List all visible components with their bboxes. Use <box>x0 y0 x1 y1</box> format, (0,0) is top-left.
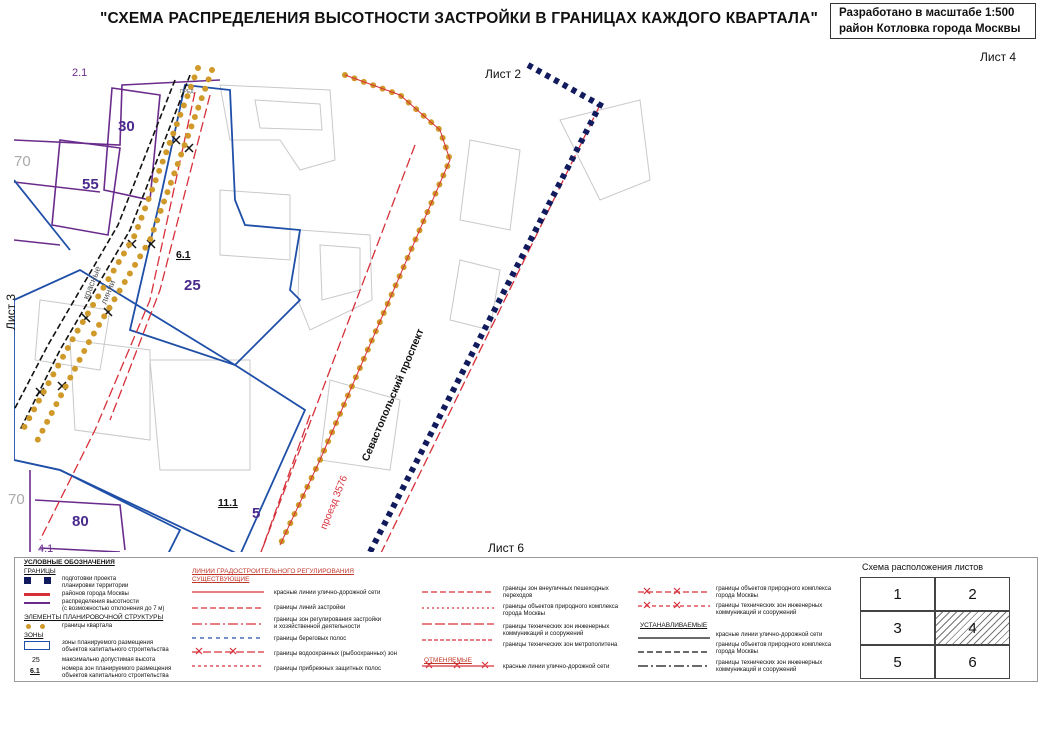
height-80: 80 <box>72 513 89 530</box>
legend-item: коммуникаций и сооружений <box>503 631 584 637</box>
red-lines <box>39 91 601 552</box>
block-dot <box>40 624 45 629</box>
legend-item: границы прибрежных защитных полос <box>274 666 382 672</box>
legend-col4-swatches <box>638 587 710 667</box>
legend-block-boundary: границы квартала <box>62 623 113 629</box>
current-sheet-label: Лист 4 <box>980 50 1017 64</box>
zone-polygons <box>14 84 307 552</box>
cross-marks <box>35 135 194 397</box>
block-number-2-1: 2.1 <box>72 67 87 79</box>
legend-item: границы объектов природного комплекса <box>503 604 619 610</box>
sheet-label-left: Лист 3 <box>4 293 18 330</box>
legend-changed-heading: ОТМЕНЯЕМЫЕ <box>424 657 473 664</box>
legend-zone-desc: зоны планируемого размещения <box>62 640 154 646</box>
scale-note: Разработано в масштабе 1:500 район Котло… <box>830 3 1036 39</box>
height-5: 5 <box>252 505 260 522</box>
block-number-4-1: 4.1 <box>38 543 53 555</box>
sheet-scheme-grid: 1 2 3 4 5 6 <box>860 577 1012 682</box>
height-30: 30 <box>118 118 135 135</box>
legend-item: красные линии улично-дорожной сети <box>503 664 610 670</box>
map-title: "СХЕМА РАСПРЕДЕЛЕНИЯ ВЫСОТНОСТИ ЗАСТРОЙК… <box>100 10 819 27</box>
background-buildings <box>34 84 651 471</box>
legend-regulation-heading: ЛИНИИ ГРАДОСТРОИТЕЛЬНОГО РЕГУЛИРОВАНИЯ <box>192 568 354 575</box>
legend-heading: УСЛОВНЫЕ ОБОЗНАЧЕНИЯ <box>24 559 115 566</box>
sheet-cell-4-current[interactable]: 4 <box>935 611 1010 645</box>
legend-item: подготовки проекта <box>62 576 117 582</box>
zone-swatch <box>24 641 50 650</box>
legend-existing-heading: СУЩЕСТВУЮЩИЕ <box>192 576 250 583</box>
legend-item: границы водоохранных (рыбоохранных) зон <box>274 651 397 657</box>
legend-item: города Москвы <box>716 649 758 655</box>
legend-item: районов города Москвы <box>62 591 129 597</box>
legend-item: границы береговых полос <box>274 636 347 642</box>
small-mark: ПРЕД <box>180 89 194 95</box>
legend-item: границы технических зон инженерных <box>716 603 823 609</box>
district-line-swatch <box>24 593 50 596</box>
legend-col2-swatches <box>192 591 264 667</box>
legend-item: города Москвы <box>503 611 545 617</box>
sheet-cell-5[interactable]: 5 <box>860 645 935 679</box>
legend-structure-heading: ЭЛЕМЕНТЫ ПЛАНИРОВОЧНОЙ СТРУКТУРЫ <box>24 614 164 621</box>
legend-max-height: максимально допустимая высота <box>62 657 156 663</box>
zone-number-sample: 6.1 <box>30 668 40 675</box>
project-boundary-swatch-2 <box>44 577 51 584</box>
legend-col3-swatches <box>422 591 494 669</box>
height-55: 55 <box>82 176 99 193</box>
legend-item: границы объектов природного комплекса <box>716 586 832 592</box>
map-canvas: 2.1 4.1 6.1 11.1 30 55 25 5 80 70 70 ПРЕ… <box>8 62 651 555</box>
legend-item: границы зон регулирования застройки <box>274 617 382 623</box>
height-25: 25 <box>184 277 201 294</box>
legend-boundaries-heading: ГРАНИЦЫ <box>24 568 56 575</box>
max-height-sample: 25 <box>32 657 40 664</box>
project-boundary-swatch <box>24 577 31 584</box>
legend-item: границы технических зон метрополитена <box>503 642 618 648</box>
legend-item: границы технических зон инженерных <box>503 624 610 630</box>
zone-number-6-1: 6.1 <box>176 249 191 261</box>
legend-established-heading: УСТАНАВЛИВАЕМЫЕ <box>640 622 708 629</box>
legend-zone-number: объектов капитального строительства <box>62 673 169 679</box>
sheet-label-bottom: Лист 6 <box>488 541 525 555</box>
sheet-cell-6[interactable]: 6 <box>935 645 1010 679</box>
height-boundaries <box>14 79 221 552</box>
sheet-scheme-title: Схема расположения листов <box>862 562 984 572</box>
sheet-cell-1[interactable]: 1 <box>860 577 935 611</box>
legend-item: переходов <box>503 593 533 599</box>
legend-item: границы линий застройки <box>274 605 346 611</box>
legend-zones-heading: ЗОНЫ <box>24 632 44 639</box>
legend-item: города Москвы <box>716 593 758 599</box>
legend-zone-number: номера зон планируемого размещения <box>62 666 172 672</box>
district-line: район Котловка города Москвы <box>839 23 1021 35</box>
legend-item: коммуникаций и сооружений <box>716 667 797 673</box>
legend-item: красные линии улично-дорожной сети <box>716 632 823 638</box>
street-dashes <box>14 74 191 431</box>
edge-number-70-top: 70 <box>14 153 31 170</box>
edge-number-70-bottom: 70 <box>8 491 25 508</box>
legend-item: распределения высотности <box>62 599 139 605</box>
scale-line: Разработано в масштабе 1:500 <box>839 7 1015 19</box>
legend-item: планировки территории <box>62 583 129 589</box>
height-line-swatch <box>24 602 50 604</box>
zone-number-11-1: 11.1 <box>218 497 238 509</box>
sheet-label-top: Лист 2 <box>485 67 522 81</box>
legend-item: (с возможностью отклонения до 7 м) <box>62 606 165 612</box>
legend-item: красные линии улично-дорожной сети <box>274 590 381 596</box>
legend-frame <box>14 557 1038 682</box>
driveway-name: проезд 3576 <box>319 474 351 531</box>
legend-item: границы технических зон инженерных <box>716 660 823 666</box>
sheet-cell-3[interactable]: 3 <box>860 611 935 645</box>
legend-item: и хозяйственной деятельности <box>274 624 361 630</box>
legend-item: границы зон внеуличных пешеходных <box>503 586 609 592</box>
sheet-cell-2[interactable]: 2 <box>935 577 1010 611</box>
block-dot <box>26 624 31 629</box>
legend-item: коммуникаций и сооружений <box>716 610 797 616</box>
project-boundary <box>367 62 604 552</box>
legend-zone-desc: объектов капитального строительства <box>62 647 169 653</box>
legend-item: границы объектов природного комплекса <box>716 642 832 648</box>
